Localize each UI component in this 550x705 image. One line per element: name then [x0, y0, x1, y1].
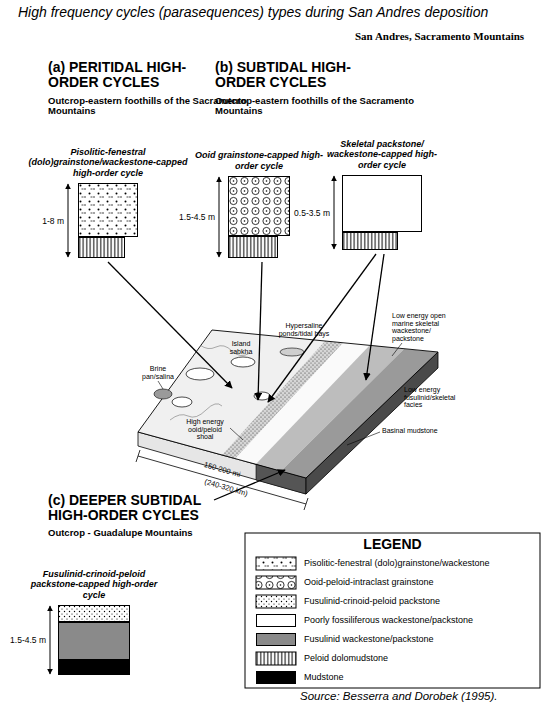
section-heading: (b) SUBTIDAL HIGH-ORDER CYCLES	[215, 60, 390, 90]
legend-text: Pisolitic-fenestral (dolo)grainstone/wac…	[304, 558, 536, 568]
column-layer	[59, 606, 130, 622]
thickness-label: 1-8 m	[42, 216, 64, 226]
column-layer	[59, 623, 130, 660]
cycle-column: Skeletal packstone/ wackestone-capped hi…	[342, 175, 422, 250]
cycle-column: Fusulinid-crinoid-peloid packstone-cappe…	[58, 605, 130, 675]
facies-belts	[138, 330, 438, 478]
legend-text: Ooid-peloid-intraclast grainstone	[304, 577, 536, 587]
facies-label: Brine pan/salina	[138, 365, 178, 380]
pointer-arrow	[258, 262, 262, 400]
outcrop-note: Outcrop-eastern foothills of the Sacrame…	[215, 96, 420, 117]
leader-line	[158, 381, 163, 389]
island	[172, 397, 192, 407]
section-heading: (c) DEEPER SUBTIDAL HIGH-ORDER CYCLES	[48, 493, 238, 523]
facies-label: Low energy open marine skeletal wackesto…	[392, 312, 458, 342]
legend-pattern-swatch	[256, 652, 296, 665]
cycle-column: Ooid grainstone-capped high-order cycle1…	[228, 176, 290, 258]
facies-label: High energy ooid/peloid shoal	[180, 418, 230, 441]
cycle-column: Pisolitic-fenestral (dolo)grainstone/wac…	[78, 183, 138, 258]
legend-text: Fusulinid-crinoid-peloid packstone	[304, 596, 536, 606]
hypersaline-pond	[280, 348, 304, 356]
basin	[281, 349, 438, 478]
legend-pattern-swatch	[256, 557, 296, 570]
pointer-arrow	[268, 254, 376, 402]
thickness-label: 1.5-4.5 m	[10, 635, 46, 645]
island	[231, 357, 255, 367]
facies-label: Low energy fusulinid/skeletal facies	[404, 386, 466, 409]
legend-frame	[245, 533, 540, 688]
column-caption: Skeletal packstone/ wackestone-capped hi…	[325, 139, 440, 170]
legend-text: Peloid dolomudstone	[304, 653, 536, 663]
column-caption: Fusulinid-crinoid-peloid packstone-cappe…	[24, 569, 164, 600]
column-layer	[59, 661, 130, 675]
thickness-arrow	[334, 176, 335, 249]
section-heading: (a) PERITIDAL HIGH-ORDER CYCLES	[48, 60, 218, 90]
outcrop-note: Outcrop - Guadalupe Mountains	[48, 528, 238, 538]
column-layer	[343, 233, 398, 250]
thickness-arrow	[68, 184, 69, 257]
thickness-label: 1.5-4.5 m	[179, 212, 215, 222]
dimension-tick	[136, 450, 140, 462]
facies-label: Basinal mudstone	[382, 427, 454, 435]
pointer-arrow	[366, 254, 384, 380]
source-caption: Source: Besserra and Dorobek (1995).	[300, 690, 498, 702]
dimension-tick	[304, 498, 308, 510]
leader-line	[392, 343, 402, 356]
column-layer	[343, 176, 422, 232]
column-layers	[342, 175, 422, 250]
legend-pattern-swatch	[256, 576, 296, 589]
column-layers	[228, 176, 290, 258]
column-layer	[79, 184, 138, 237]
column-layers	[58, 605, 130, 675]
column-layer	[229, 237, 278, 258]
legend-swatch	[256, 633, 296, 646]
island	[254, 392, 270, 400]
column-caption: Ooid grainstone-capped high-order cycle	[194, 150, 324, 171]
leader-line	[230, 428, 243, 440]
column-caption: Pisolitic-fenestral (dolo)grainstone/wac…	[28, 147, 188, 178]
legend-title: LEGEND	[245, 537, 540, 552]
thickness-arrow	[219, 177, 220, 257]
page-title: High frequency cycles (parasequences) ty…	[18, 4, 488, 20]
top-outline	[138, 330, 438, 478]
header-text: San Andres, Sacramento Mountains	[355, 31, 550, 43]
thickness-label: 0.5-3.5 m	[294, 208, 330, 218]
legend-swatch	[256, 614, 296, 627]
facies-label: Hypersaline ponds/tidal bays	[272, 322, 336, 337]
column-layers	[78, 183, 138, 258]
legend-text: Fusulinid wackestone/packstone	[304, 634, 536, 644]
legend-swatch	[256, 671, 296, 684]
legend-text: Poorly fossiliferous wackestone/packston…	[304, 615, 536, 625]
pointer-arrow	[108, 262, 232, 388]
dimension-label: (240-320 km)	[196, 476, 256, 500]
column-layer	[79, 238, 125, 258]
legend-pattern-swatch	[256, 595, 296, 608]
legend-box	[245, 533, 540, 688]
brine-pan	[154, 389, 172, 399]
leader-line	[347, 432, 380, 445]
pointer-arrows	[108, 254, 384, 500]
leader-lines	[158, 343, 402, 445]
legend-text: Mudstone	[304, 672, 536, 682]
column-layer	[229, 177, 290, 236]
thickness-arrow	[50, 606, 51, 674]
island	[186, 368, 214, 380]
facies-label: Island sabkha	[222, 340, 260, 355]
